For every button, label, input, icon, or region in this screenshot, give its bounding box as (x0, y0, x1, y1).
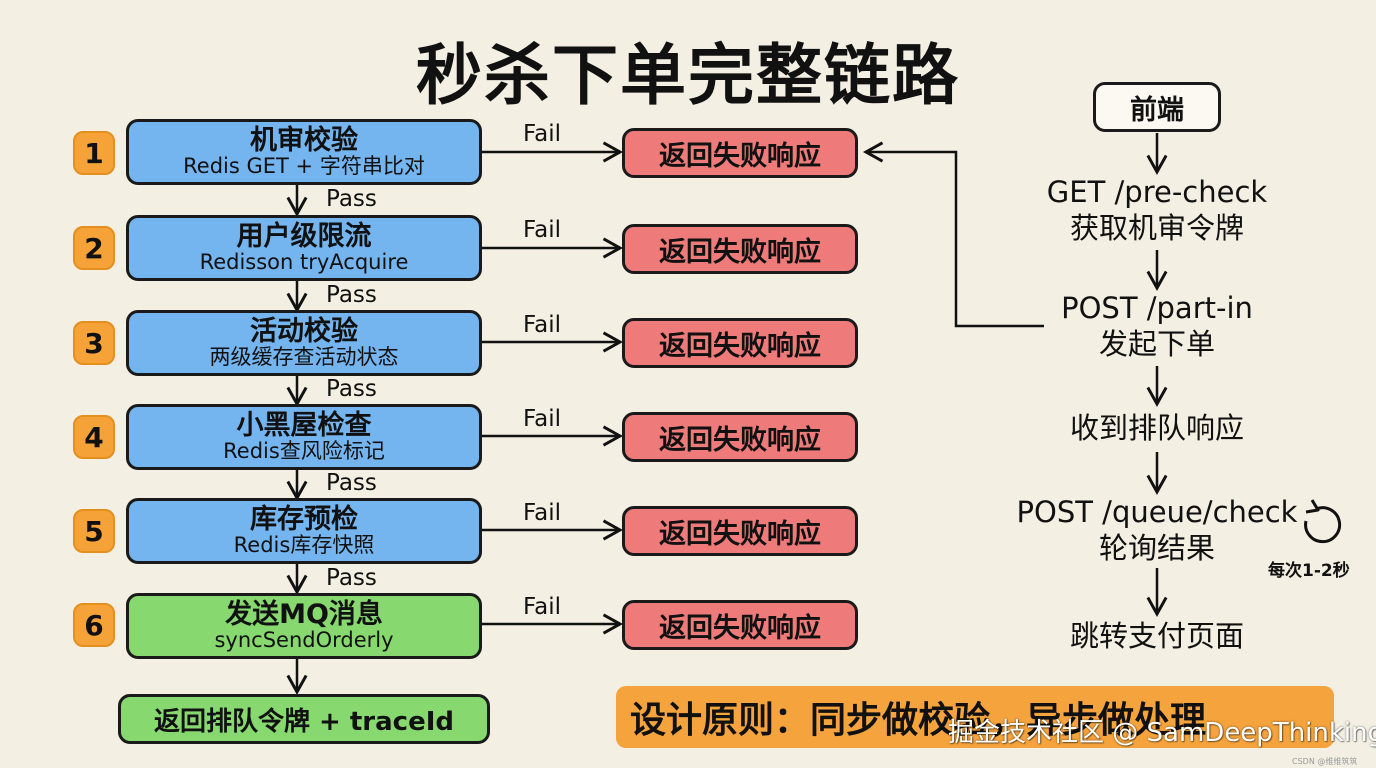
fail-label: Fail (523, 217, 561, 243)
step-subtitle: Redisson tryAcquire (199, 250, 409, 275)
step-box-3: 活动校验 两级缓存查活动状态 (126, 310, 482, 376)
step-number-badge: 3 (73, 321, 115, 365)
fail-response-box: 返回失败响应 (622, 318, 858, 368)
pass-label: Pass (326, 376, 377, 402)
pass-label: Pass (326, 565, 377, 591)
fail-arrows (481, 141, 624, 635)
fail-response-box: 返回失败响应 (622, 128, 858, 178)
fail-label: Fail (523, 406, 561, 432)
frontend-step-line1: POST /part-in (1061, 291, 1253, 325)
frontend-step-line1: 收到排队响应 (1069, 411, 1244, 445)
step-title: 小黑屋检查 (236, 409, 372, 441)
step-box-4: 小黑屋检查 Redis查风险标记 (126, 404, 482, 470)
frontend-step-payment: 跳转支付页面 (977, 618, 1337, 654)
diagram-title: 秒杀下单完整链路 (416, 37, 960, 114)
fail-response-box: 返回失败响应 (622, 224, 858, 274)
return-queue-token-box: 返回排队令牌 + traceId (118, 694, 490, 744)
step-box-1: 机审校验 Redis GET + 字符串比对 (126, 119, 482, 185)
frontend-step-part-in: POST /part-in 发起下单 (977, 290, 1337, 363)
refresh-loop-icon (1304, 499, 1342, 544)
step-subtitle: Redis库存快照 (233, 533, 375, 558)
step-number-badge: 6 (73, 603, 115, 647)
small-watermark: CSDN @维维筑筑 (1292, 757, 1358, 766)
frontend-step-line2: 获取机审令牌 (1069, 211, 1244, 246)
frontend-step-line1: POST /queue/check (1016, 495, 1298, 529)
step-subtitle: 两级缓存查活动状态 (209, 345, 399, 370)
frontend-step-queue-response: 收到排队响应 (977, 410, 1337, 446)
step-title: 用户级限流 (236, 220, 372, 252)
frontend-step-line2: 发起下单 (1098, 327, 1215, 362)
fail-label: Fail (523, 500, 561, 526)
step-box-2: 用户级限流 Redisson tryAcquire (126, 215, 482, 281)
step-number-badge: 5 (73, 509, 115, 553)
fail-label: Fail (523, 594, 561, 620)
pass-label: Pass (326, 186, 377, 212)
fail-response-box: 返回失败响应 (622, 506, 858, 556)
fail-label: Fail (523, 312, 561, 338)
step-title: 发送MQ消息 (225, 598, 383, 630)
step-number-badge: 2 (73, 226, 115, 270)
part-in-connector (862, 141, 1044, 328)
step-subtitle: syncSendOrderly (214, 628, 394, 653)
watermark: 掘金技术社区 @ SamDeepThinking (948, 718, 1376, 748)
step-box-6: 发送MQ消息 syncSendOrderly (126, 593, 482, 659)
fail-response-box: 返回失败响应 (622, 600, 858, 650)
frontend-step-line1: 跳转支付页面 (1069, 619, 1244, 653)
pass-label: Pass (326, 282, 377, 308)
frontend-step-line2: 轮询结果 (1098, 531, 1215, 566)
frontend-step-pre-check: GET /pre-check 获取机审令牌 (977, 174, 1337, 247)
frontend-step-line1: GET /pre-check (1046, 175, 1268, 209)
design-principle-banner: 设计原则：同步做校验，异步做处理 (616, 686, 1334, 748)
step-subtitle: Redis查风险标记 (223, 439, 385, 464)
step-title: 机审校验 (250, 124, 358, 156)
step-subtitle: Redis GET + 字符串比对 (183, 154, 425, 179)
step-title: 库存预检 (250, 503, 358, 535)
frontend-box: 前端 (1093, 82, 1221, 132)
step-number-badge: 4 (73, 415, 115, 459)
frontend-step-queue-check: POST /queue/check 轮询结果 (977, 494, 1337, 567)
step-title: 活动校验 (250, 315, 358, 347)
fail-label: Fail (523, 121, 561, 147)
step-number-badge: 1 (73, 131, 115, 175)
step-box-5: 库存预检 Redis库存快照 (126, 498, 482, 564)
poll-interval-note: 每次1-2秒 (1268, 561, 1350, 581)
pass-label: Pass (326, 470, 377, 496)
fail-response-box: 返回失败响应 (622, 412, 858, 462)
